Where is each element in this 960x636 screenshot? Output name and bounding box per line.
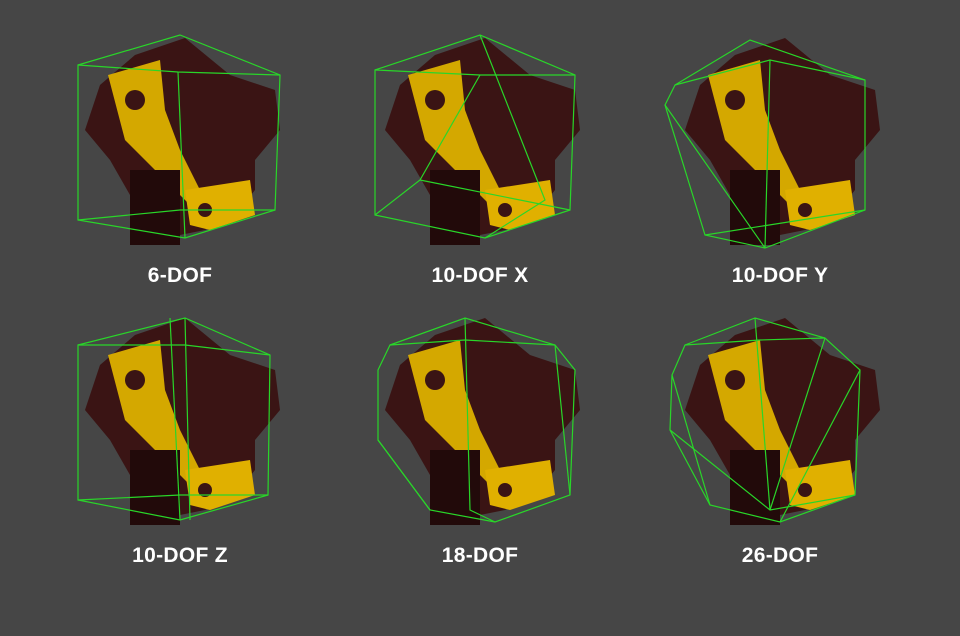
label-18-dof: 18-DOF bbox=[441, 544, 519, 567]
robot-part-model bbox=[685, 318, 880, 525]
robot-part-model bbox=[85, 318, 280, 525]
bounding-hull-6-dof bbox=[77, 34, 281, 239]
panel-6-dof: 6-DOF bbox=[30, 20, 330, 320]
bounding-volume-18-dof-figure bbox=[377, 317, 580, 525]
bounding-volume-26-dof-figure bbox=[669, 317, 880, 525]
bounding-volume-10-dof-z-figure bbox=[77, 317, 280, 525]
label-10-dof-z: 10-DOF Z bbox=[132, 544, 228, 567]
robot-part-model bbox=[685, 38, 880, 245]
label-26-dof: 26-DOF bbox=[741, 544, 819, 567]
panel-10-dof-z: 10-DOF Z bbox=[30, 300, 330, 600]
panel-18-dof: 18-DOF bbox=[330, 300, 630, 600]
robot-part-model bbox=[385, 38, 580, 245]
robot-part-model bbox=[85, 38, 280, 245]
label-10-dof-x: 10-DOF X bbox=[431, 264, 529, 287]
robot-part-model bbox=[385, 318, 580, 525]
panel-26-dof: 26-DOF bbox=[630, 300, 930, 600]
panel-10-dof-x: 10-DOF X bbox=[330, 20, 630, 320]
bounding-volume-6-dof-figure bbox=[77, 34, 281, 245]
label-10-dof-y: 10-DOF Y bbox=[731, 264, 829, 287]
bounding-hull-10-dof-y bbox=[664, 39, 866, 249]
bounding-hull-18-dof bbox=[377, 317, 576, 523]
label-6-dof: 6-DOF bbox=[147, 264, 213, 287]
bounding-hull-26-dof bbox=[669, 317, 861, 523]
bounding-hull-10-dof-z bbox=[77, 317, 271, 521]
bounding-hull-10-dof-x bbox=[374, 34, 576, 239]
bounding-volume-10-dof-y-figure bbox=[664, 38, 880, 249]
bounding-volume-10-dof-x-figure bbox=[374, 34, 580, 245]
panel-10-dof-y: 10-DOF Y bbox=[630, 20, 930, 320]
